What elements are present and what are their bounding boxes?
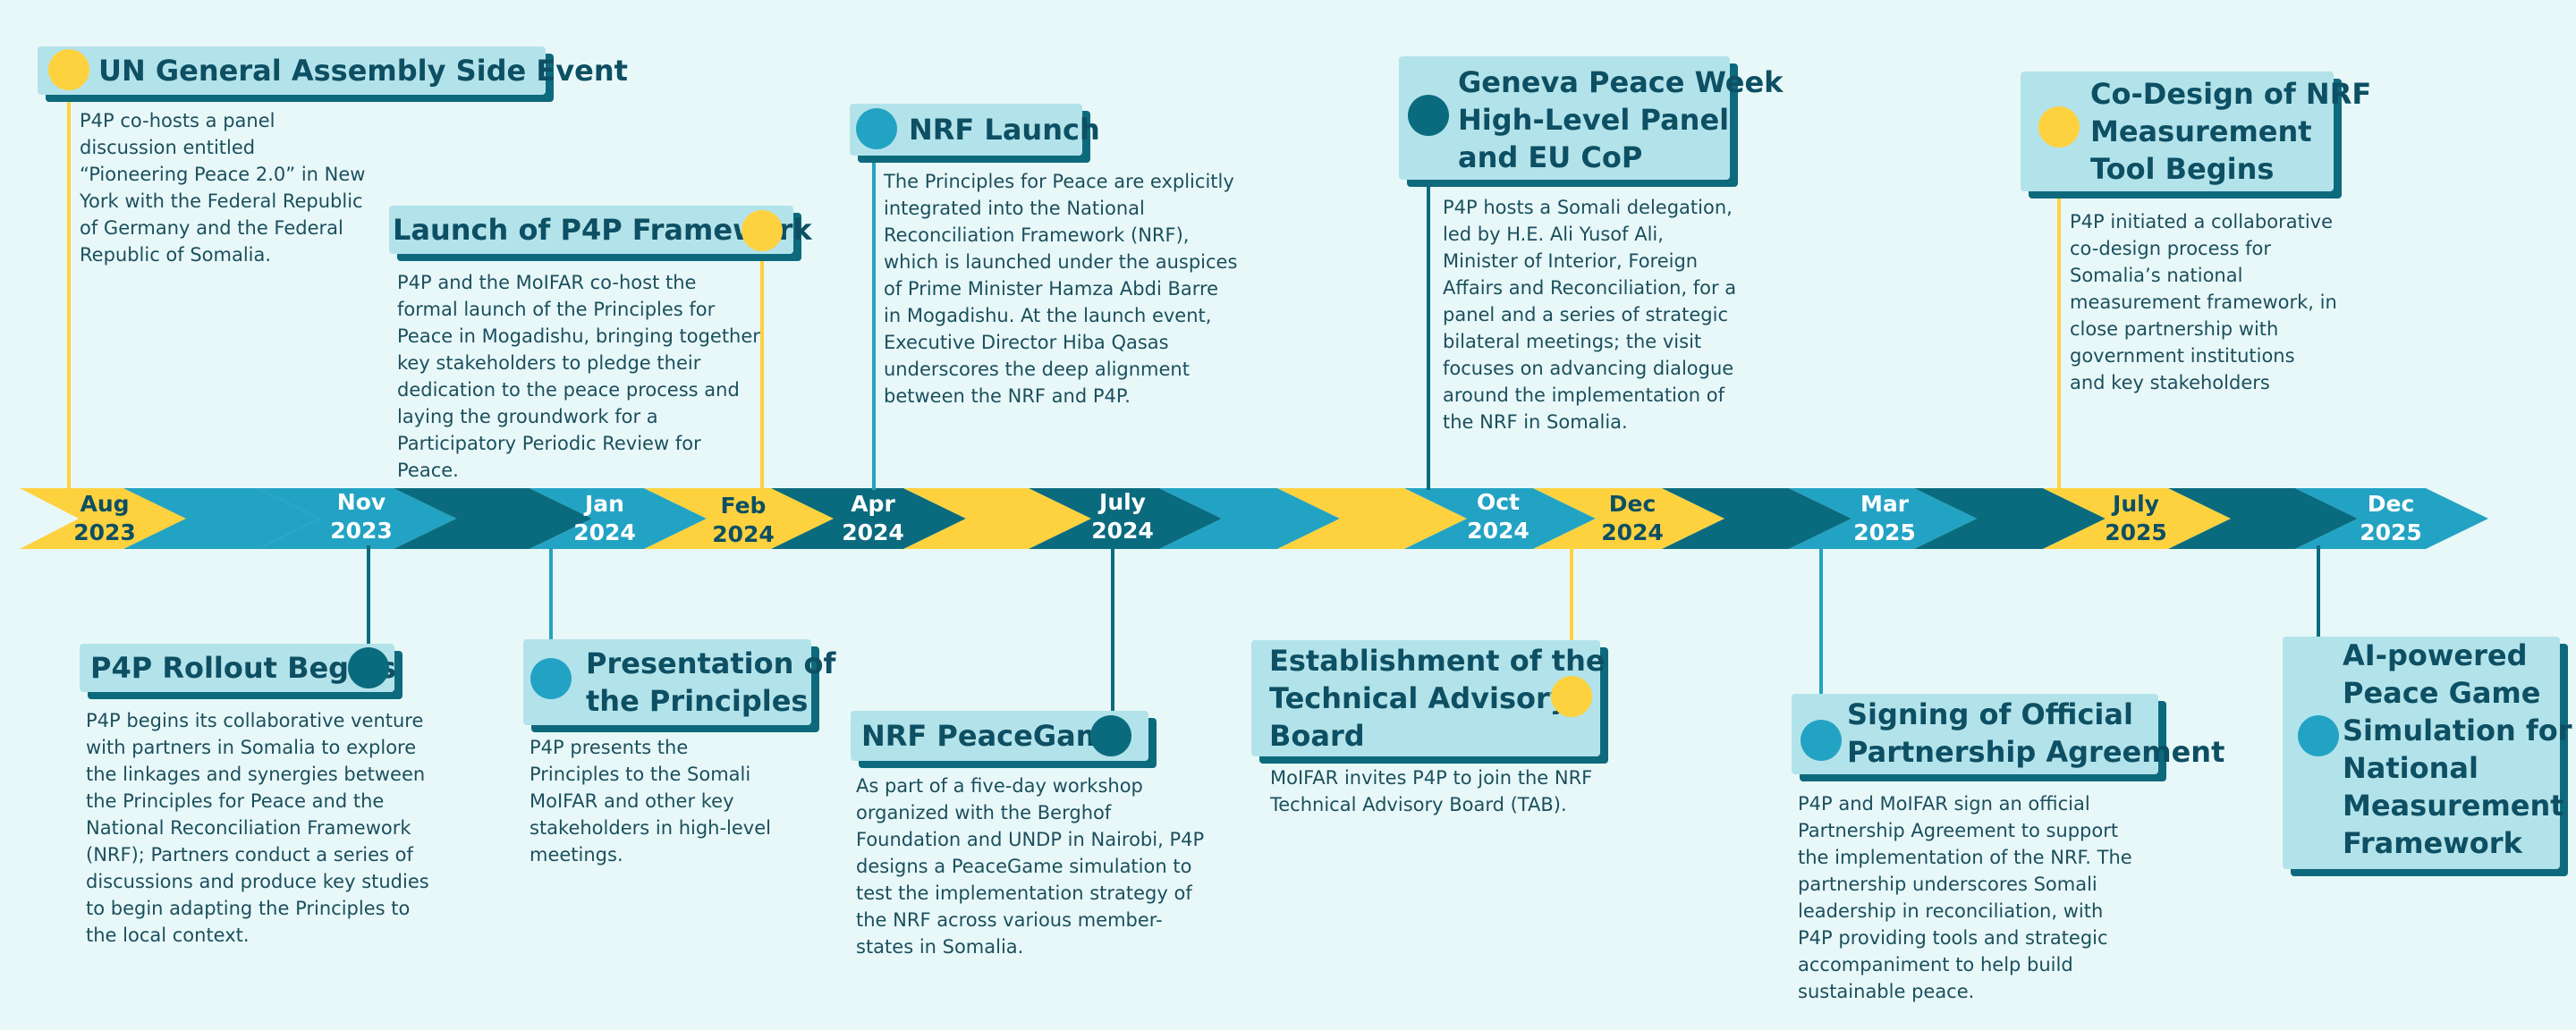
- event-marker-dot: [530, 658, 572, 699]
- event-marker-dot: [1090, 715, 1131, 756]
- event-marker-dot: [741, 210, 783, 251]
- ribbon-chevron: [20, 488, 199, 549]
- ribbon-chevron: [1789, 488, 1977, 549]
- event-card-launch-framework: Launch of P4P Framework: [389, 206, 812, 254]
- event-card-un-general-assembly: UN General Assembly Side Event: [38, 46, 628, 95]
- ribbon-chevron: [394, 488, 592, 549]
- ribbon-chevron: [1277, 488, 1467, 549]
- ribbon-chevron: [258, 488, 456, 549]
- ribbon-chevron: [123, 488, 320, 549]
- ribbon-chevron: [2168, 488, 2358, 549]
- event-marker-dot: [856, 108, 897, 149]
- ribbon-chevron: [2295, 488, 2488, 549]
- event-marker-dot: [1408, 95, 1449, 136]
- ribbon-chevron: [1159, 488, 1340, 549]
- event-marker-dot: [1801, 720, 1842, 761]
- event-card-p4p-rollout: P4P Rollout Begins: [80, 644, 396, 692]
- event-marker-dot: [48, 49, 89, 90]
- event-description: P4P hosts a Somali delegation,led by H.E…: [1443, 197, 1737, 433]
- ribbon-chevron: [1533, 488, 1724, 549]
- event-marker-dot: [348, 647, 389, 688]
- ribbon-chevron: [903, 488, 1091, 549]
- ribbon-chevron: [1404, 488, 1596, 549]
- event-title: UN General Assembly Side Event: [98, 54, 628, 88]
- timeline-ribbon: [20, 488, 2488, 549]
- ribbon-chevron: [530, 488, 707, 549]
- ribbon-chevron: [2043, 488, 2231, 549]
- event-marker-dot: [1551, 676, 1592, 717]
- event-title: NRF PeaceGame: [861, 719, 1125, 753]
- ribbon-chevron: [771, 488, 966, 549]
- event-marker-dot: [2298, 715, 2339, 756]
- ribbon-chevron: [1029, 488, 1222, 549]
- event-title: NRF Launch: [909, 113, 1100, 147]
- ribbon-chevron: [1914, 488, 2106, 549]
- event-marker-dot: [2038, 106, 2080, 148]
- ribbon-chevron: [644, 488, 839, 549]
- ribbon-chevron: [1662, 488, 1852, 549]
- event-title: P4P Rollout Begins: [90, 651, 396, 685]
